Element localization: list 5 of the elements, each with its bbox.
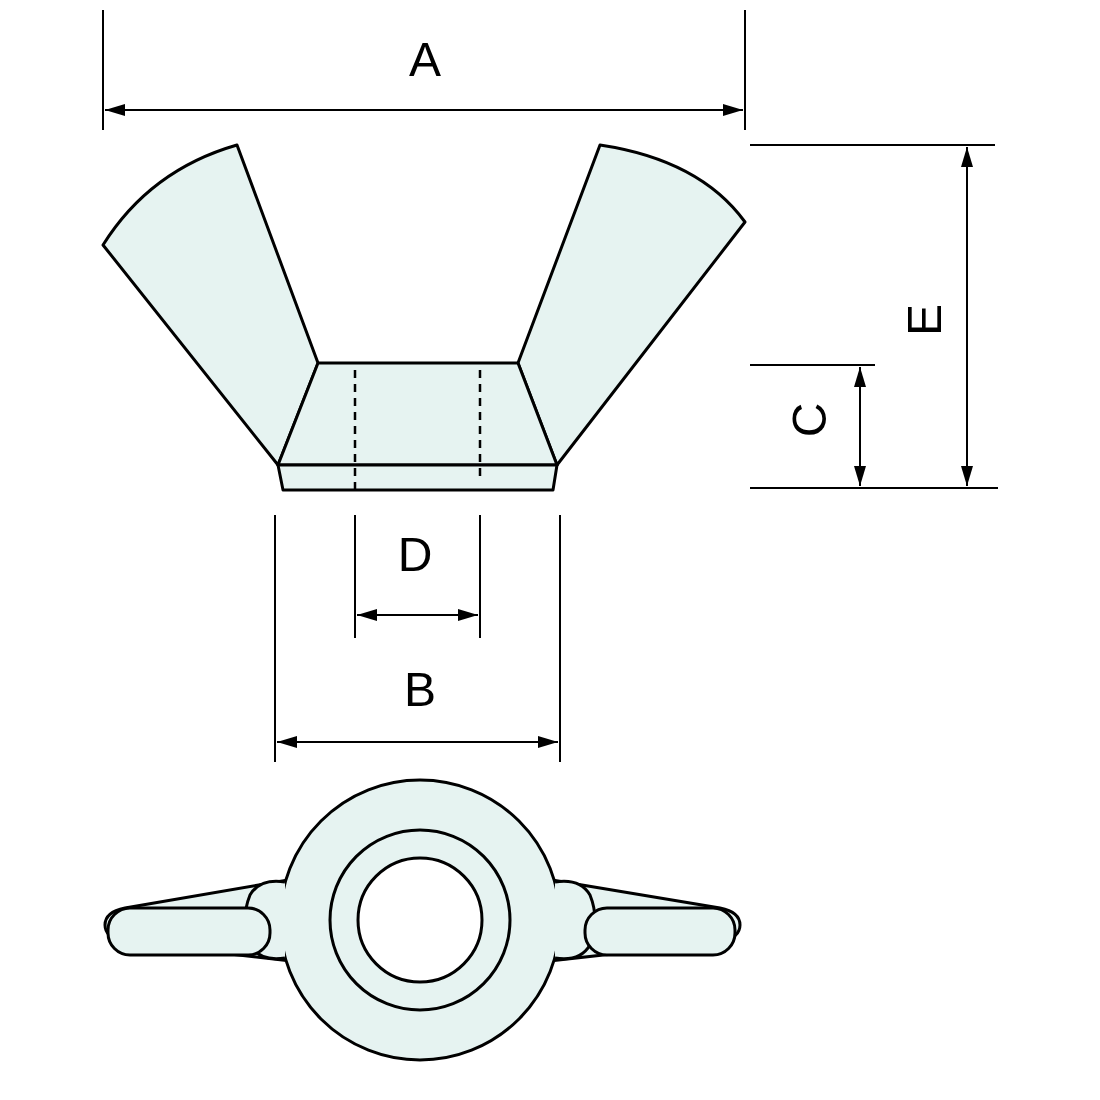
dimension-label: A xyxy=(409,36,441,84)
dimension-label: C xyxy=(786,402,834,438)
dimension-label: E xyxy=(901,304,949,336)
dimension-label: D xyxy=(397,531,433,579)
dimension-label: B xyxy=(404,666,436,714)
